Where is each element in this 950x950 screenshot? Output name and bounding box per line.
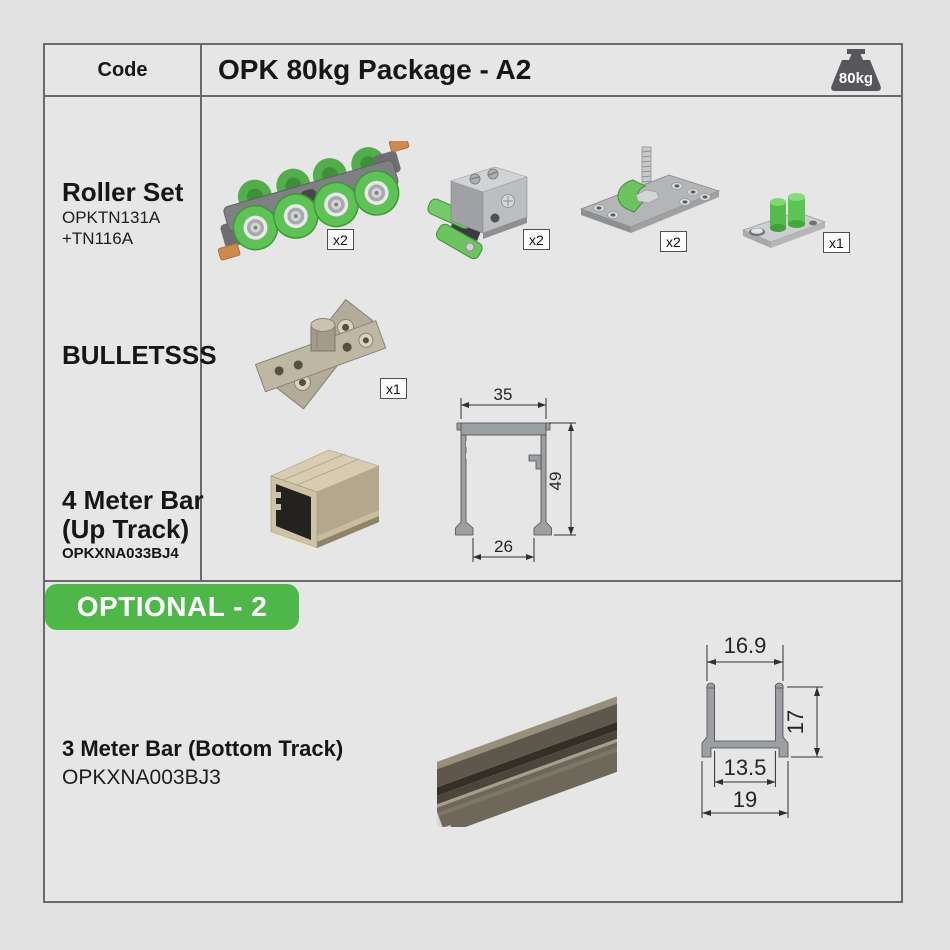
floor-guide-image [741,193,827,248]
bottom-track-label-block: 3 Meter Bar (Bottom Track) OPKXNA003BJ3 [62,734,343,791]
bottom-track-dim-outer: 19 [733,787,757,812]
bottom-track-dim-top: 16.9 [724,633,767,658]
code-header-cell: Code [45,45,202,95]
bullets-title: BULLETSSS [62,340,217,370]
roller-carriage-image [217,141,410,261]
roller-set-code-1: OPKTN131A [62,208,161,227]
bottom-track-dim-inner: 13.5 [724,755,767,780]
optional-banner: OPTIONAL - 2 [45,584,299,630]
package-table: Code OPK 80kg Package - A2 80kg Roller S… [43,43,903,903]
roller-set-code-2: +TN116A [62,229,134,248]
weight-badge-label: 80kg [839,70,873,87]
up-track-dim-width: 35 [494,385,513,404]
pivot-hinge-image [254,298,387,410]
stopper-bracket-image [427,166,528,260]
package-title: OPK 80kg Package - A2 [218,54,532,85]
weight-icon: 80kg [831,49,881,91]
up-track-dim-height: 49 [546,472,565,491]
up-track-photo [270,449,381,552]
up-track-label-block: 4 Meter Bar (Up Track) OPKXNA033BJ4 [62,486,204,564]
bottom-track-title: 3 Meter Bar (Bottom Track) [62,736,344,761]
column-divider [200,97,202,580]
qty-floor-guide: x1 [823,232,850,253]
roller-set-label-block: Roller Set OPKTN131A +TN116A [62,178,183,249]
qty-stopper: x2 [523,229,550,250]
qty-pivot-plate: x2 [660,231,687,252]
bottom-track-photo [437,695,617,827]
qty-pivot-hinge: x1 [380,378,407,399]
bottom-track-dim-height: 17 [783,710,808,734]
bottom-track-drawing: 16.9 17 13.5 19 [701,633,823,818]
pivot-plate-image [579,146,721,233]
up-track-dim-opening: 26 [494,537,513,556]
header-row: Code OPK 80kg Package - A2 [45,45,901,97]
bottom-track-code: OPKXNA003BJ3 [62,766,221,789]
section-divider [45,580,901,582]
up-track-drawing: 35 49 26 [455,385,576,562]
up-track-title-line2: (Up Track) [62,514,190,544]
title-cell: OPK 80kg Package - A2 [202,45,901,95]
optional-banner-label: OPTIONAL - 2 [76,591,268,622]
roller-set-title: Roller Set [62,177,184,207]
up-track-title-line1: 4 Meter Bar [62,485,204,515]
code-label: Code [97,58,148,81]
qty-roller-carriage: x2 [327,229,354,250]
bullets-label-block: BULLETSSS [62,341,217,370]
up-track-code: OPKXNA033BJ4 [62,545,179,562]
